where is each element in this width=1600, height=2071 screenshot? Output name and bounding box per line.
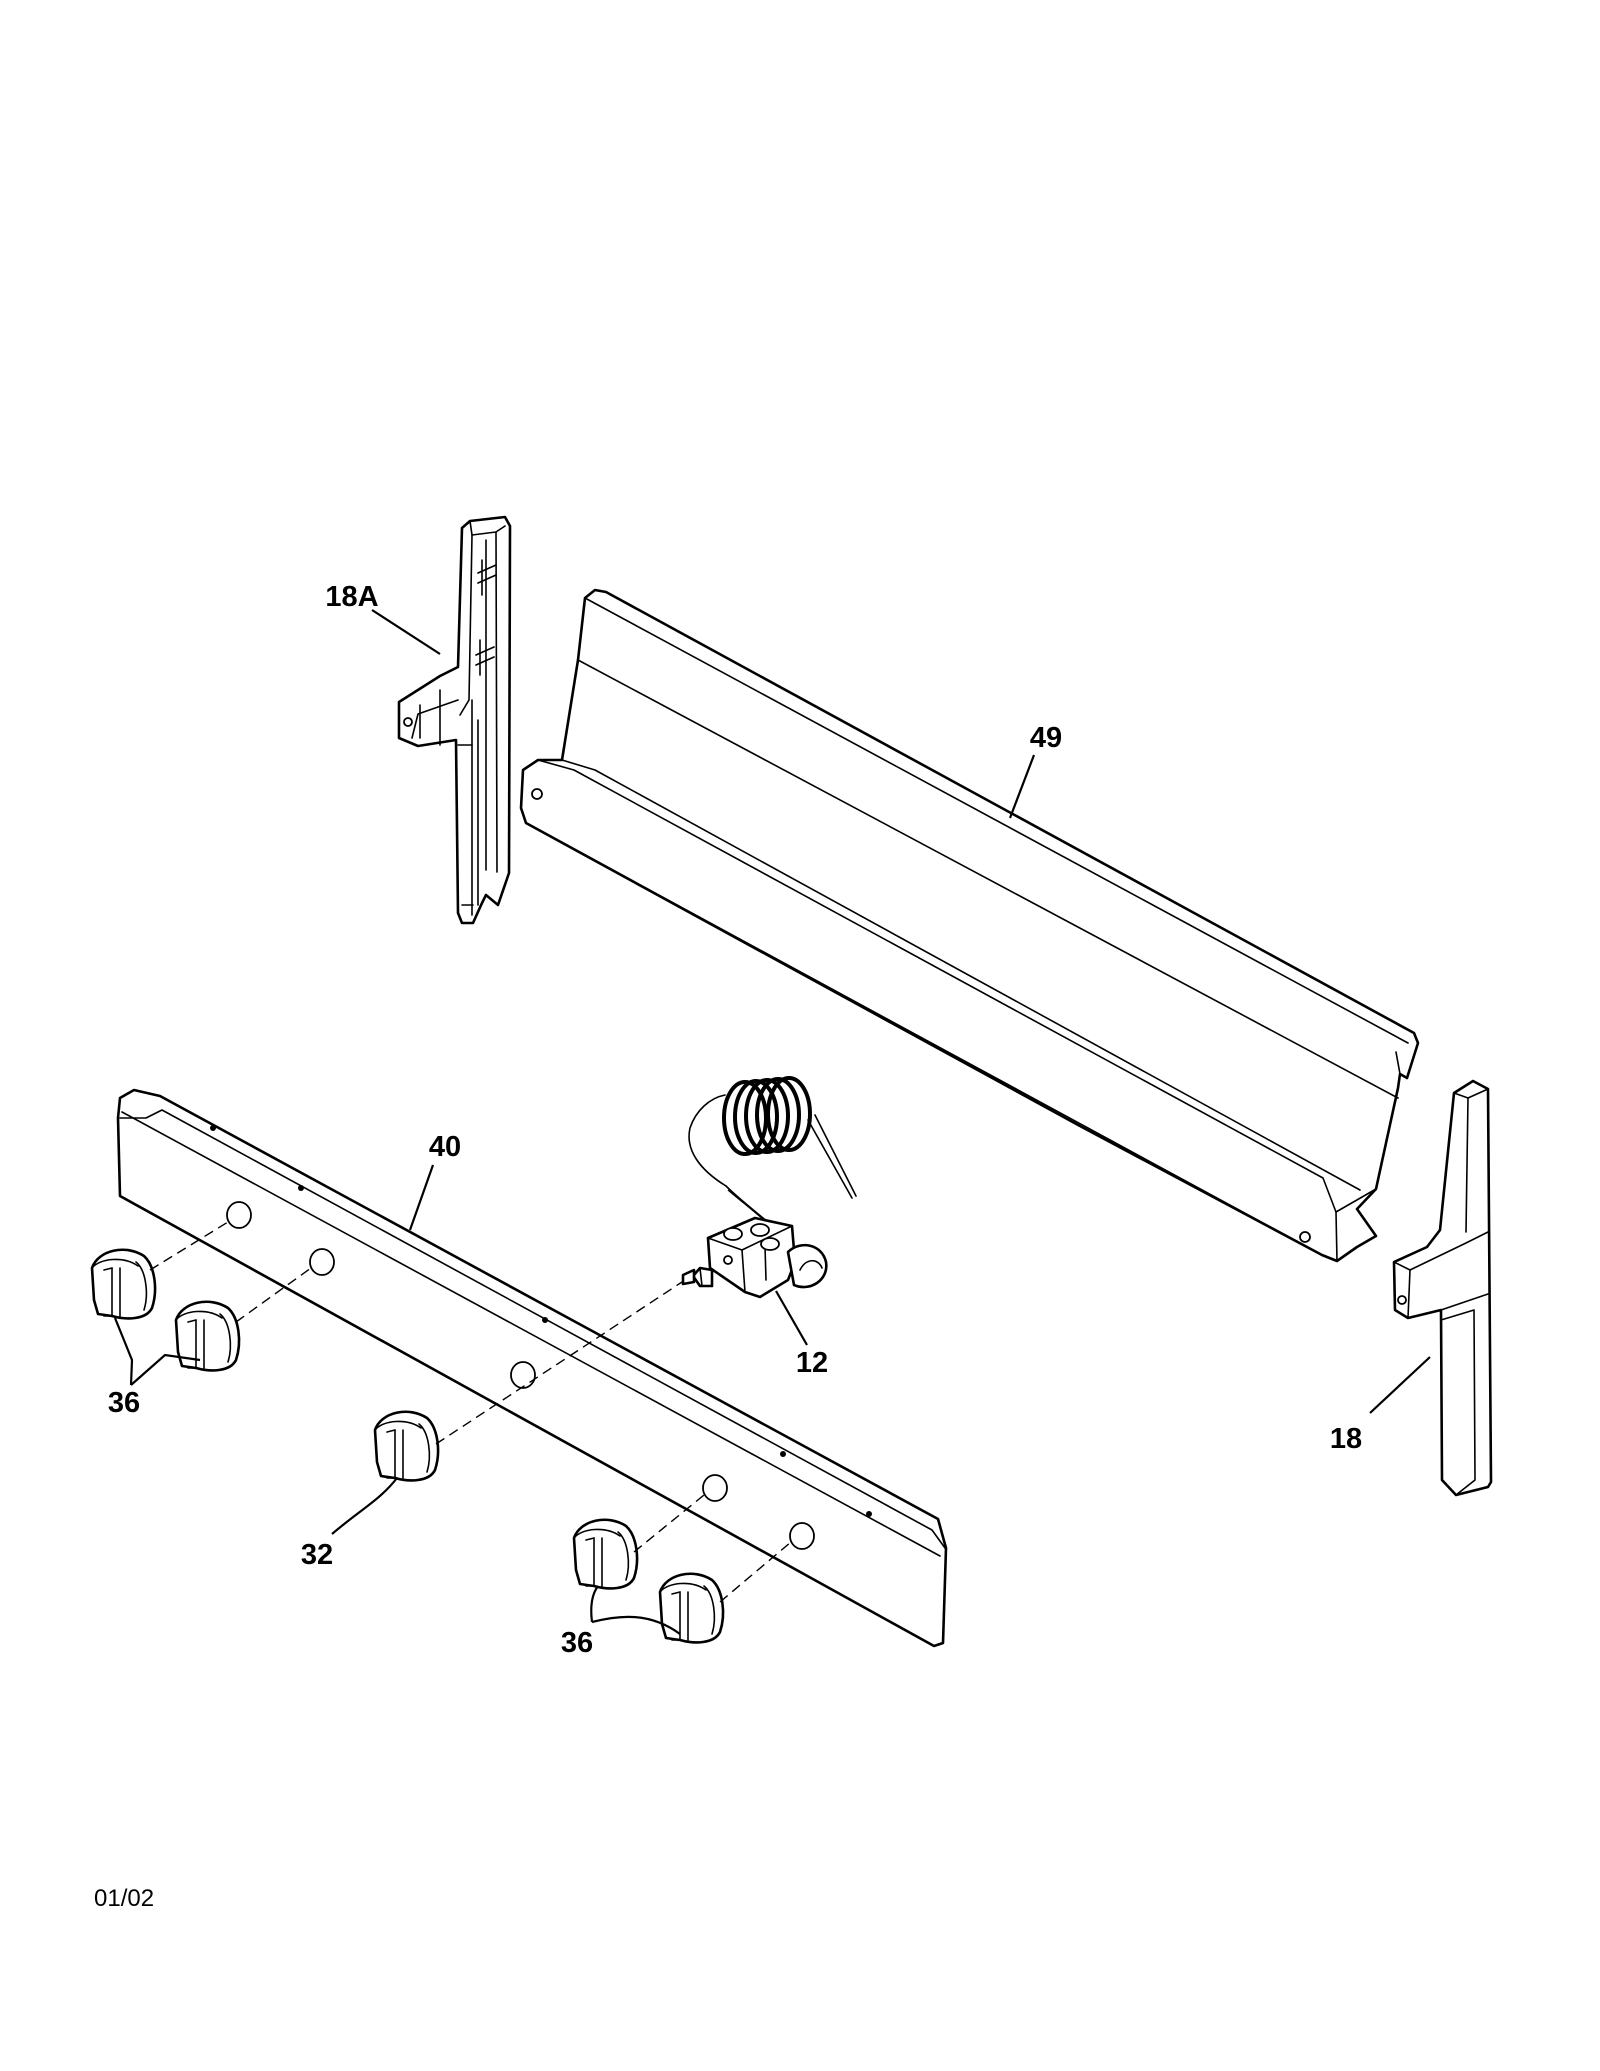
callout-49: 49 [1030, 722, 1062, 754]
callout-40: 40 [429, 1131, 461, 1163]
control-panel-40 [116, 1088, 948, 1648]
date-code: 01/02 [94, 1885, 154, 1912]
oven-knob-32 [373, 1410, 440, 1482]
backguard-49 [519, 588, 1420, 1263]
leader-lines [113, 609, 1431, 1635]
left-side-bracket-18a [397, 515, 512, 925]
callout-36-lower: 36 [561, 1627, 593, 1659]
burner-knob-36d [658, 1572, 725, 1644]
right-end-cap-18 [1392, 1079, 1493, 1497]
burner-knob-36a [90, 1248, 157, 1320]
capillary-coil [722, 1076, 812, 1156]
burner-knob-36c [572, 1518, 639, 1590]
callout-32: 32 [301, 1539, 333, 1571]
burner-knob-36b [174, 1300, 241, 1372]
thermostat-valve-12 [681, 1076, 857, 1299]
alignment-lines [149, 1221, 792, 1603]
callout-12: 12 [796, 1347, 828, 1379]
callout-36-upper: 36 [108, 1387, 140, 1419]
callout-18a: 18A [325, 581, 378, 613]
callout-18: 18 [1330, 1423, 1362, 1455]
